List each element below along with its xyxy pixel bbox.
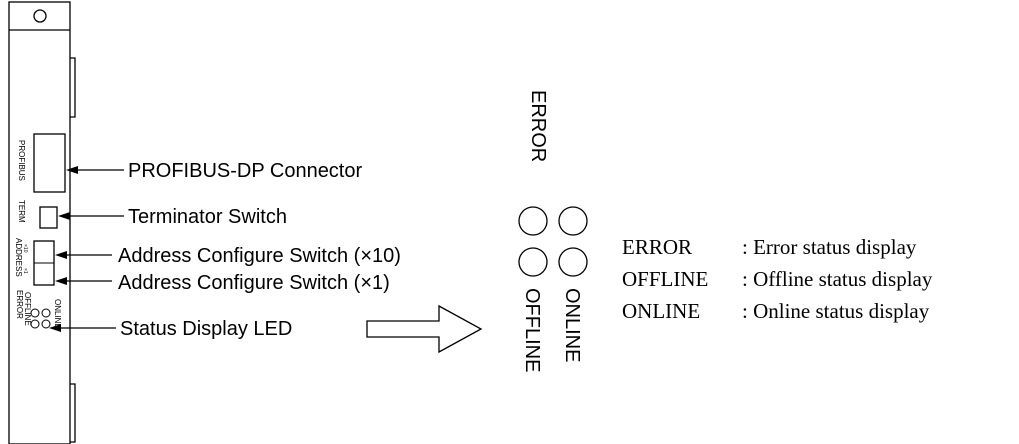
arrow-address-x1 [55,277,67,285]
module-label-offline: OFFLINE [23,292,32,326]
module-led-unused [41,319,51,329]
enlarged-led-offline [518,247,548,277]
module-label-address: ADDRESS [14,238,23,277]
module-label-x10: ×10 [22,244,28,253]
module-label-profibus: PROFIBUS [17,140,26,181]
module-panel: PROFIBUS TERM ADDRESS ×10 ×1 ERROR OFFLI… [8,1,76,444]
profibus-connector [33,133,66,193]
enlarged-label-offline: OFFLINE [521,288,543,372]
module-led-offline [30,319,40,329]
enlarged-label-error: ERROR [527,90,549,162]
legend-error-desc: : Error status display [742,235,917,259]
mounting-screw [33,9,47,23]
module-led-online [41,308,51,318]
enlarged-label-online: ONLINE [561,288,583,362]
module-label-term: TERM [17,200,26,223]
arrow-connector [66,166,78,174]
legend-online-desc: : Online status display [742,299,930,323]
bottom-latch [70,383,76,443]
arrow-terminator [58,212,70,220]
top-latch [70,57,76,118]
module-label-error: ERROR [15,290,24,319]
callout-address-x10: Address Configure Switch (×10) [118,245,401,267]
legend-error-name: ERROR [622,235,692,259]
legend-offline-desc: : Offline status display [742,267,933,291]
module-led-error [30,308,40,318]
enlarged-led-unused [558,247,588,277]
enlarged-leds: ERROR OFFLINE ONLINE [518,90,588,372]
arrow-address-x10 [55,251,67,259]
terminator-switch [39,206,58,229]
enlarged-led-error [518,206,548,236]
module-label-online: ONLINE [53,299,62,329]
enlarged-led-online [558,206,588,236]
callout-arrows [49,166,124,332]
callout-terminator: Terminator Switch [128,206,287,228]
arrow-status-led [49,324,61,332]
callout-address-x1: Address Configure Switch (×1) [118,272,390,294]
legend-offline-name: OFFLINE [622,267,708,291]
module-label-x1: ×1 [22,268,28,274]
legend-online-name: ONLINE [622,299,700,323]
callout-connector: PROFIBUS-DP Connector [128,160,362,182]
legend: ERROR : Error status display OFFLINE : O… [622,235,933,323]
enlarge-arrow [366,304,483,354]
callout-status-led: Status Display LED [120,318,292,340]
